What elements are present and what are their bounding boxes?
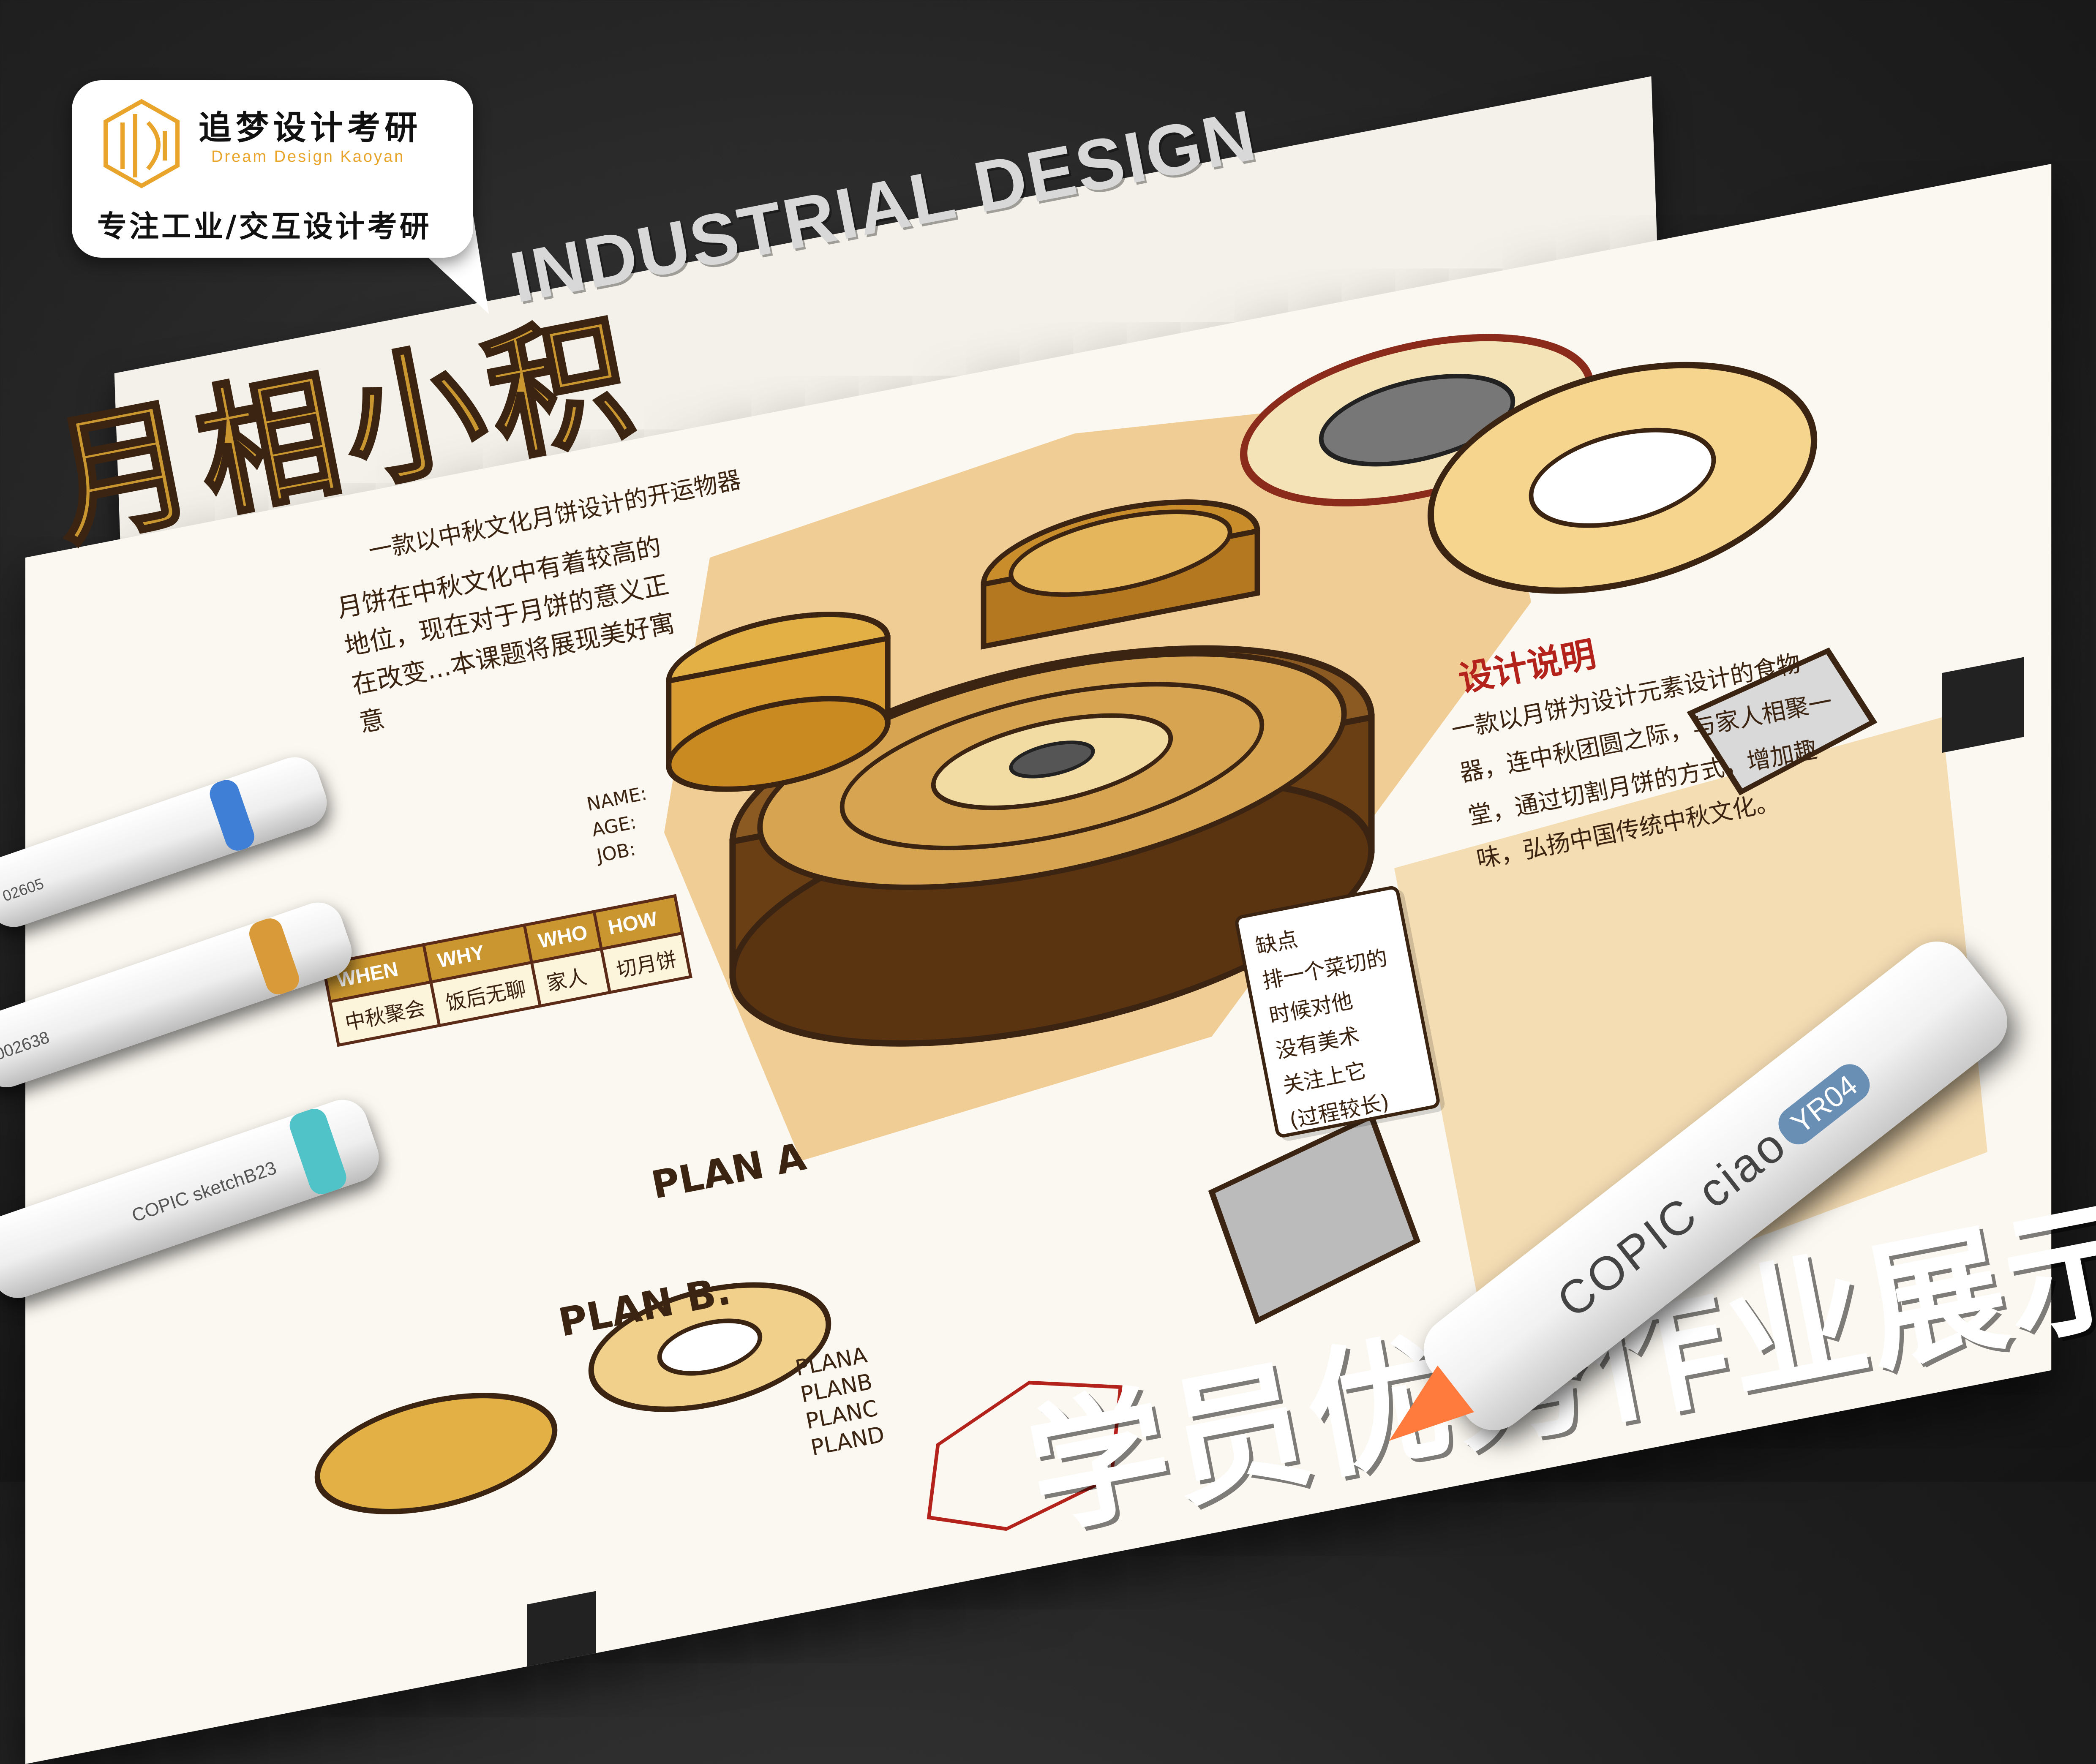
brand-name-en: Dream Design Kaoyan	[211, 148, 405, 166]
sketch-illustrations	[172, 334, 2024, 1671]
logo-speech-bubble: 追梦设计考研 Dream Design Kaoyan 专注工业/交互设计考研	[72, 80, 473, 258]
qr-code-right	[1942, 657, 2024, 753]
sketch-paper-sheet	[25, 163, 2052, 1764]
brand-name-cn: 追梦设计考研	[199, 109, 422, 147]
qr-code-bottom	[527, 1591, 596, 1671]
slice-box	[1208, 1113, 1421, 1324]
drawback-note-text: 缺点 排一个菜切的 时候对他 没有美术 关注上它 (过程较长)	[1254, 926, 1391, 1133]
cube-box	[1687, 647, 1878, 795]
brand-logo-icon	[104, 99, 180, 188]
plan-a-drawing	[314, 1393, 558, 1514]
explanation-wash	[1394, 717, 1988, 1339]
brand-tagline: 专注工业/交互设计考研	[97, 209, 432, 244]
